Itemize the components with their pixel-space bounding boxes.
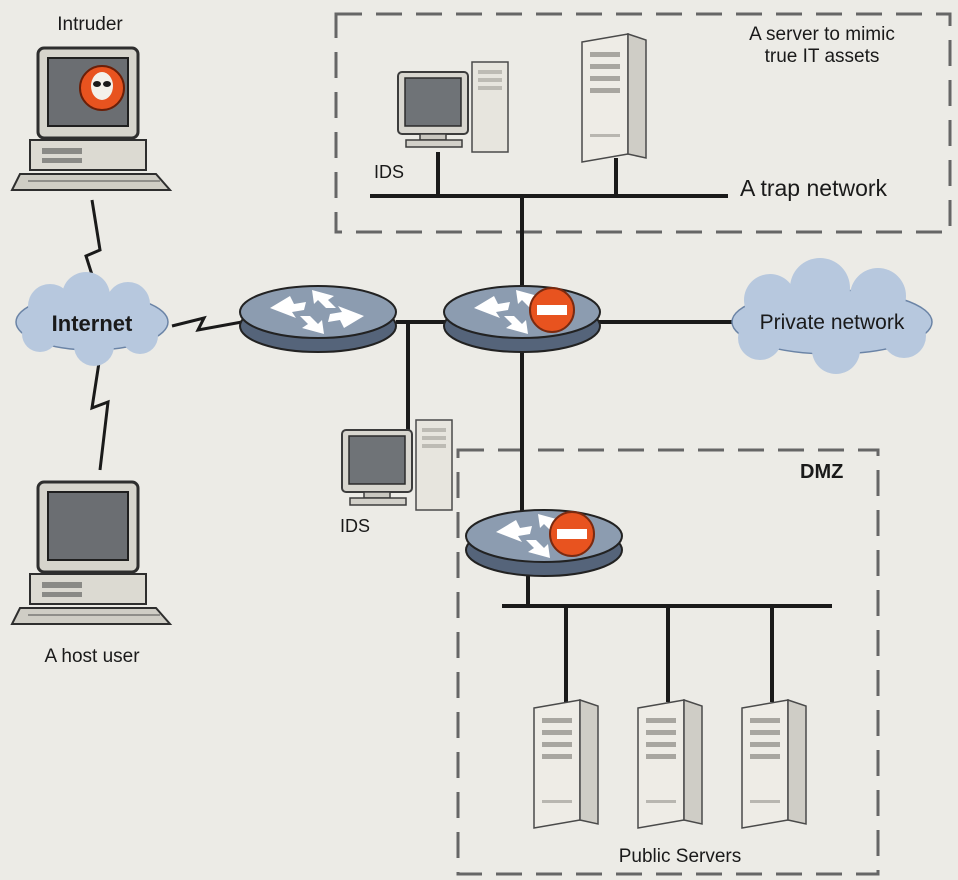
trap-ids-computer: [397, 61, 509, 153]
dmz-zone: [456, 448, 880, 876]
private-network-cloud-icon: [731, 258, 933, 374]
internet-router-wireless-link: [171, 315, 243, 333]
host-wireless-link: [90, 355, 110, 471]
host-user-label: A host user: [44, 646, 140, 667]
ids-label: IDS: [340, 516, 370, 536]
dmz-firewall-router-icon: [465, 509, 623, 577]
alien-icon: [79, 65, 125, 111]
intruder-label: Intruder: [57, 14, 123, 35]
server-note-line2: true IT assets: [765, 46, 880, 67]
trap-network-label: A trap network: [740, 175, 888, 201]
internet-label: Internet: [52, 311, 133, 336]
public-server-3-icon: [741, 699, 807, 829]
public-server-2-icon: [637, 699, 703, 829]
dmz-label: DMZ: [800, 461, 843, 483]
private-network-label: Private network: [760, 311, 905, 334]
host-user-computer: [10, 480, 172, 626]
main-firewall-badge-icon: [529, 287, 575, 333]
public-server-1-icon: [533, 699, 599, 829]
internet-router-icon: [239, 285, 397, 353]
public-servers-label: Public Servers: [619, 846, 742, 867]
ids-computer: [341, 419, 453, 511]
main-firewall-router-icon: [443, 285, 601, 353]
internet-cloud-icon: [15, 272, 169, 366]
trap-ids-label: IDS: [374, 162, 404, 182]
trap-network-zone: [334, 12, 952, 234]
decoy-server-icon: [581, 33, 647, 163]
server-note-line1: A server to mimic: [749, 24, 895, 45]
dmz-firewall-badge-icon: [549, 511, 595, 557]
